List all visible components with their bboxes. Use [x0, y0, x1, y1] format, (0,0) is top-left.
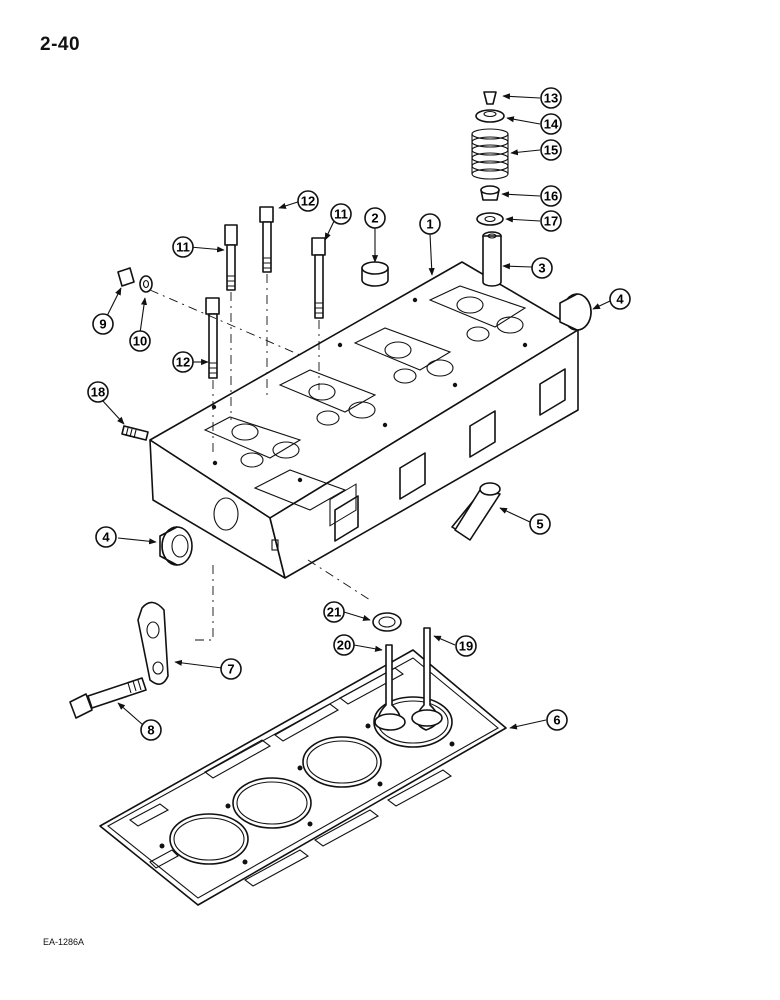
callout-10-label: 10: [133, 334, 147, 349]
head-bolt-11-right: [311, 237, 326, 319]
callout-16: 16: [540, 185, 562, 207]
valve-spring-15: [471, 128, 509, 180]
callout-9-label: 9: [99, 317, 106, 332]
cup-plug-4-right: [559, 293, 592, 331]
callout-5: 5: [529, 513, 551, 535]
callout-6: 6: [546, 709, 568, 731]
callout-5-label: 5: [536, 517, 543, 532]
callout-13: 13: [540, 87, 562, 109]
callout-14-label: 14: [544, 117, 559, 132]
figure-code: EA-1286A: [43, 937, 85, 947]
head-bolt-12-top: [259, 206, 274, 273]
callout-4-right-label: 4: [616, 292, 624, 307]
spring-retainer-14: [475, 109, 505, 123]
callout-12-top: 12: [297, 190, 319, 212]
head-bolt-11-left: [224, 224, 238, 291]
stud-18: [121, 425, 149, 441]
callout-17: 17: [540, 210, 562, 232]
washer-10: [139, 275, 153, 293]
bolt-8: [69, 677, 147, 719]
callout-9: 9: [92, 313, 114, 335]
cup-plug-4-left: [159, 526, 193, 566]
callout-14: 14: [540, 113, 562, 135]
callout-4-right: 4: [609, 288, 631, 310]
valve-guide-3: [482, 231, 502, 287]
callout-20-label: 20: [337, 638, 351, 653]
callout-6-label: 6: [553, 713, 560, 728]
head-gasket-6: [99, 649, 507, 906]
callout-10: 10: [129, 330, 151, 352]
callout-18: 18: [87, 381, 109, 403]
callout-7: 7: [220, 658, 242, 680]
callout-13-label: 13: [544, 91, 558, 106]
callout-4-left: 4: [95, 526, 117, 548]
seal-ring-2: [361, 261, 389, 287]
cylinder-head: [149, 261, 579, 579]
valve-20: [374, 644, 406, 731]
callout-17-label: 17: [544, 214, 558, 229]
callout-19-label: 19: [459, 639, 473, 654]
callout-19: 19: [455, 635, 477, 657]
callout-16-label: 16: [544, 189, 558, 204]
head-bolt-12-left: [205, 297, 220, 379]
callout-8: 8: [140, 719, 162, 741]
callout-12-left-label: 12: [176, 355, 190, 370]
callout-21-label: 21: [327, 605, 341, 620]
valve-stem-seal-16: [480, 185, 500, 201]
callout-11-right-label: 11: [334, 207, 348, 222]
callout-20: 20: [333, 634, 355, 656]
valve-seat-insert-21: [372, 612, 402, 632]
plug-screw-9: [117, 267, 135, 287]
spring-seat-17: [476, 212, 504, 226]
callout-4-left-label: 4: [102, 530, 110, 545]
callout-12-left: 12: [172, 351, 194, 373]
callout-8-label: 8: [147, 723, 154, 738]
injector-sleeve-5: [451, 482, 501, 541]
callout-7-label: 7: [227, 662, 234, 677]
page-number: 2-40: [40, 34, 81, 55]
callout-2-label: 2: [371, 211, 378, 226]
callout-3: 3: [531, 257, 553, 279]
callout-3-label: 3: [538, 261, 545, 276]
callout-11-left: 11: [172, 236, 194, 258]
callout-2: 2: [364, 207, 386, 229]
valve-key-13: [483, 91, 497, 105]
callout-12-top-label: 12: [301, 194, 315, 209]
valve-19: [411, 627, 443, 731]
mounting-plate-7: [137, 601, 169, 685]
callout-18-label: 18: [91, 385, 105, 400]
callout-1-label: 1: [426, 217, 433, 232]
callout-21: 21: [323, 601, 345, 623]
callout-11-left-label: 11: [176, 240, 190, 255]
callout-15-label: 15: [544, 143, 558, 158]
callout-11-right: 11: [330, 203, 352, 225]
callout-15: 15: [540, 139, 562, 161]
callout-1: 1: [419, 213, 441, 235]
